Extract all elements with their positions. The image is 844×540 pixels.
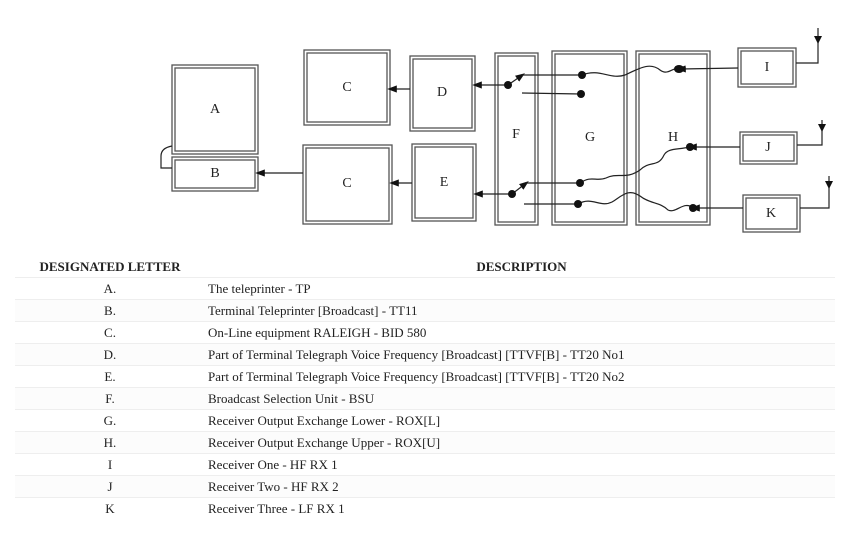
- box-k: K: [742, 194, 801, 233]
- description-cell: Broadcast Selection Unit - BSU: [205, 387, 835, 410]
- table-row: H.Receiver Output Exchange Upper - ROX[U…: [15, 431, 835, 454]
- table-row: E.Part of Terminal Telegraph Voice Frequ…: [15, 365, 835, 388]
- svg-text:J: J: [765, 140, 771, 155]
- description-cell: Receiver Output Exchange Lower - ROX[L]: [205, 409, 835, 432]
- box-g: G: [551, 50, 628, 226]
- svg-text:H: H: [668, 130, 678, 145]
- box-c-bottom: C: [302, 144, 393, 225]
- connection-dots: [504, 65, 697, 212]
- description-cell: Part of Terminal Telegraph Voice Frequen…: [205, 365, 835, 388]
- letter-cell: B.: [15, 299, 205, 322]
- description-cell: Part of Terminal Telegraph Voice Frequen…: [205, 343, 835, 366]
- svg-text:F: F: [512, 127, 520, 142]
- description-cell: Receiver One - HF RX 1: [205, 453, 835, 476]
- svg-text:A: A: [210, 102, 221, 117]
- signal-arrows: [255, 65, 743, 212]
- svg-text:C: C: [342, 80, 351, 95]
- letter-cell: H.: [15, 431, 205, 454]
- letter-cell: A.: [15, 277, 205, 300]
- svg-text:C: C: [342, 176, 351, 191]
- description-cell: Terminal Teleprinter [Broadcast] - TT11: [205, 299, 835, 322]
- legend-table: DESIGNATED LETTER DESCRIPTION A.The tele…: [15, 256, 835, 519]
- svg-text:E: E: [440, 175, 449, 190]
- table-row: B.Terminal Teleprinter [Broadcast] - TT1…: [15, 299, 835, 322]
- table-row: F.Broadcast Selection Unit - BSU: [15, 387, 835, 410]
- letter-cell: D.: [15, 343, 205, 366]
- box-a: A: [171, 64, 259, 155]
- box-e: E: [411, 143, 477, 222]
- box-h: H: [635, 50, 711, 226]
- letter-cell: F.: [15, 387, 205, 410]
- description-cell: On-Line equipment RALEIGH - BID 580: [205, 321, 835, 344]
- antenna-icons: [796, 28, 833, 209]
- box-d: D: [409, 55, 476, 132]
- description-cell: The teleprinter - TP: [205, 277, 835, 300]
- block-diagram: A B C C D E F G H I J K: [160, 28, 833, 233]
- letter-cell: I: [15, 453, 205, 476]
- table-row: A.The teleprinter - TP: [15, 277, 835, 300]
- letter-cell: G.: [15, 409, 205, 432]
- table-row: G.Receiver Output Exchange Lower - ROX[L…: [15, 409, 835, 432]
- box-i: I: [737, 47, 797, 88]
- svg-text:B: B: [210, 166, 219, 181]
- letter-cell: C.: [15, 321, 205, 344]
- box-b: B: [171, 156, 259, 192]
- table-row: C.On-Line equipment RALEIGH - BID 580: [15, 321, 835, 344]
- header-description: DESCRIPTION: [476, 258, 567, 274]
- letter-cell: E.: [15, 365, 205, 388]
- letter-cell: J: [15, 475, 205, 498]
- box-j: J: [739, 131, 798, 165]
- patch-cords: [577, 65, 694, 212]
- svg-text:G: G: [585, 130, 595, 145]
- header-designated-letter: DESIGNATED LETTER: [39, 258, 181, 274]
- description-cell: Receiver Three - LF RX 1: [205, 497, 835, 519]
- svg-text:D: D: [437, 85, 447, 100]
- table-row: D.Part of Terminal Telegraph Voice Frequ…: [15, 343, 835, 366]
- description-cell: Receiver Two - HF RX 2: [205, 475, 835, 498]
- a-b-link: [160, 145, 173, 169]
- letter-cell: K: [15, 497, 205, 519]
- svg-text:I: I: [765, 60, 770, 75]
- table-header-row: DESIGNATED LETTER DESCRIPTION: [15, 256, 835, 278]
- box-c-top: C: [303, 49, 391, 126]
- description-cell: Receiver Output Exchange Upper - ROX[U]: [205, 431, 835, 454]
- svg-text:K: K: [766, 206, 776, 221]
